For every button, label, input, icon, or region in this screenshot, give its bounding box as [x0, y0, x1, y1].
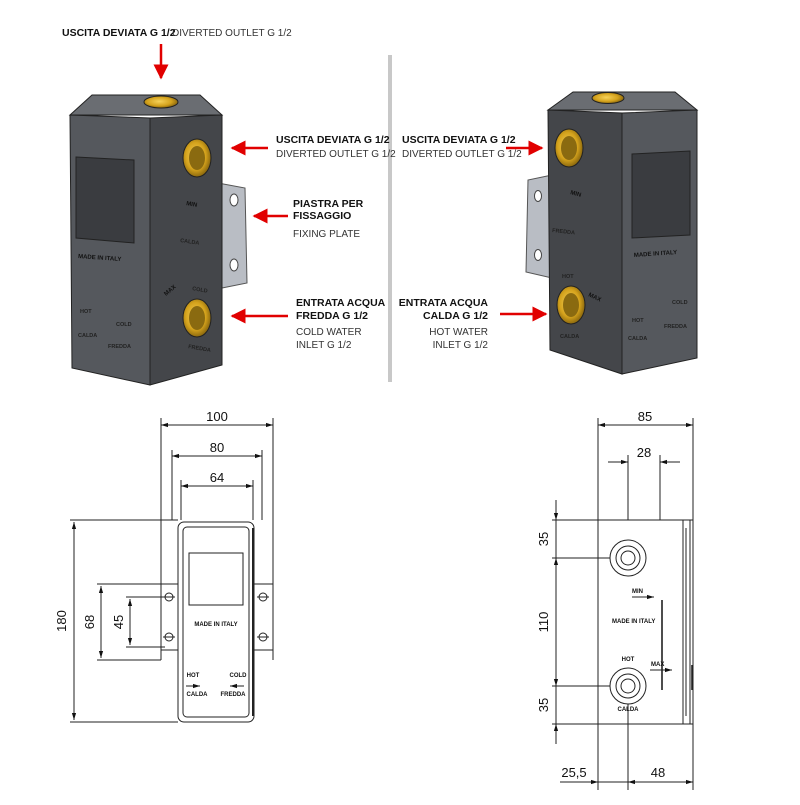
side-port-upper	[609, 539, 647, 577]
cold-inlet-label-en-1: COLD WATER	[296, 327, 362, 338]
emb-made-in-italy-right: MADE IN ITALY	[634, 250, 678, 259]
right-3d-view: MADE IN ITALY MIN FREDDA MAX HOT CALDA H…	[399, 91, 699, 375]
emb-fredda: FREDDA	[108, 344, 131, 350]
cold-inlet-label-it-1: ENTRATA ACQUA	[296, 297, 386, 309]
emb-calda: CALDA	[78, 333, 97, 339]
front-panel	[75, 156, 135, 244]
front-panel-right	[631, 150, 691, 239]
front-drawing-text: 100 80 64 180 68 45 MADE IN ITALY HOT CA…	[54, 409, 247, 698]
front-drawing	[70, 418, 274, 723]
top-outlet-label-it: USCITA DEVIATA G 1/2	[62, 27, 176, 39]
front-emb-fredda: FREDDA	[221, 692, 247, 698]
emb-hot-side-right: HOT	[562, 274, 574, 280]
side-emb-hot: HOT	[622, 657, 635, 663]
plate-label-it-1: PIASTRA PER	[293, 198, 364, 210]
plate-slot-lower	[229, 258, 239, 272]
box-top-face-right	[546, 91, 699, 111]
emb-cold-right: COLD	[672, 300, 688, 306]
dim-180: 180	[54, 610, 69, 632]
plate-label-it-2: FISSAGGIO	[293, 210, 351, 222]
hot-inlet-label-it-2: CALDA G 1/2	[423, 310, 488, 322]
dim-35-bottom: 35	[536, 698, 551, 712]
emb-hot: HOT	[80, 309, 92, 315]
side-outlet-label-it: USCITA DEVIATA G 1/2	[276, 134, 390, 146]
side-emb-max: MAX	[651, 662, 664, 668]
front-emb-hot: HOT	[187, 673, 200, 679]
cold-inlet-label-it-2: FREDDA G 1/2	[296, 310, 368, 322]
outlet-label-it-right: USCITA DEVIATA G 1/2	[402, 134, 516, 146]
dim-45: 45	[111, 615, 126, 629]
hot-inlet-label-en-1: HOT WATER	[429, 327, 488, 338]
emb-fredda-small: FREDDA	[188, 344, 212, 354]
dim-64: 64	[210, 470, 224, 485]
emb-fredda-right: FREDDA	[664, 324, 687, 330]
dim-48: 48	[651, 765, 665, 780]
plate-label-en: FIXING PLATE	[293, 229, 360, 240]
side-emb-made: MADE IN ITALY	[612, 619, 655, 625]
hot-inlet-label-it-1: ENTRATA ACQUA	[399, 297, 489, 309]
side-body-inner	[597, 519, 691, 725]
emb-made-in-italy: MADE IN ITALY	[78, 254, 122, 263]
left-3d-view: USCITA DEVIATA G 1/2 DIVERTED OUTLET G 1…	[62, 27, 396, 386]
box-front-face-right	[621, 109, 698, 375]
port-side-upper-inner	[189, 146, 205, 170]
side-drawing	[552, 418, 694, 790]
hot-inlet-label-en-2: INLET G 1/2	[433, 340, 489, 351]
dim-25-5: 25,5	[561, 765, 586, 780]
emb-max-right: MAX	[587, 292, 602, 303]
emb-hot-right: HOT	[632, 318, 644, 324]
dim-35-top: 35	[536, 532, 551, 546]
side-emb-calda: CALDA	[618, 707, 640, 713]
dim-100: 100	[206, 409, 228, 424]
emb-calda-side: CALDA	[180, 238, 200, 247]
port-side-upper-right-inner	[561, 136, 577, 160]
emb-calda-right: CALDA	[628, 336, 647, 342]
port-side-lower-right-inner	[563, 293, 579, 317]
front-emb-calda: CALDA	[187, 692, 209, 698]
front-body-inner	[182, 526, 250, 718]
side-port-lower-ring	[615, 673, 641, 699]
dim-85: 85	[638, 409, 652, 424]
emb-cold: COLD	[116, 322, 132, 328]
dim-68: 68	[82, 615, 97, 629]
plate-slot-lower-right	[534, 249, 542, 261]
outlet-label-en-right: DIVERTED OUTLET G 1/2	[402, 149, 522, 160]
emb-min-right: MIN	[569, 190, 581, 199]
side-port-lower	[609, 667, 647, 705]
port-top-right	[591, 92, 625, 104]
front-emb-cold: COLD	[230, 673, 248, 679]
emb-fredda-side-right: FREDDA	[552, 228, 575, 236]
side-port-lower-core	[620, 678, 636, 694]
plate-slot-upper-right	[534, 190, 542, 202]
emb-calda-small-right: CALDA	[560, 334, 579, 340]
side-port-upper-core	[620, 550, 636, 566]
side-outlet-label-en: DIVERTED OUTLET G 1/2	[276, 149, 396, 160]
port-side-lower-inner	[189, 306, 205, 330]
port-top	[143, 95, 179, 109]
side-emb-min: MIN	[632, 589, 643, 595]
top-outlet-label-en: DIVERTED OUTLET G 1/2	[172, 28, 292, 39]
side-drawing-text: 85 28 35 110 35 25,5 48 MIN MAX MADE IN …	[536, 409, 665, 780]
dim-80: 80	[210, 440, 224, 455]
front-emb-made: MADE IN ITALY	[194, 622, 237, 628]
side-port-upper-ring	[615, 545, 641, 571]
cold-inlet-label-en-2: INLET G 1/2	[296, 340, 352, 351]
dim-28: 28	[637, 445, 651, 460]
dim-110: 110	[536, 612, 551, 633]
front-panel-outline	[188, 552, 244, 606]
emb-cold-side: COLD	[192, 286, 208, 295]
emb-min: MIN	[186, 201, 198, 209]
plate-slot-upper	[229, 193, 239, 207]
